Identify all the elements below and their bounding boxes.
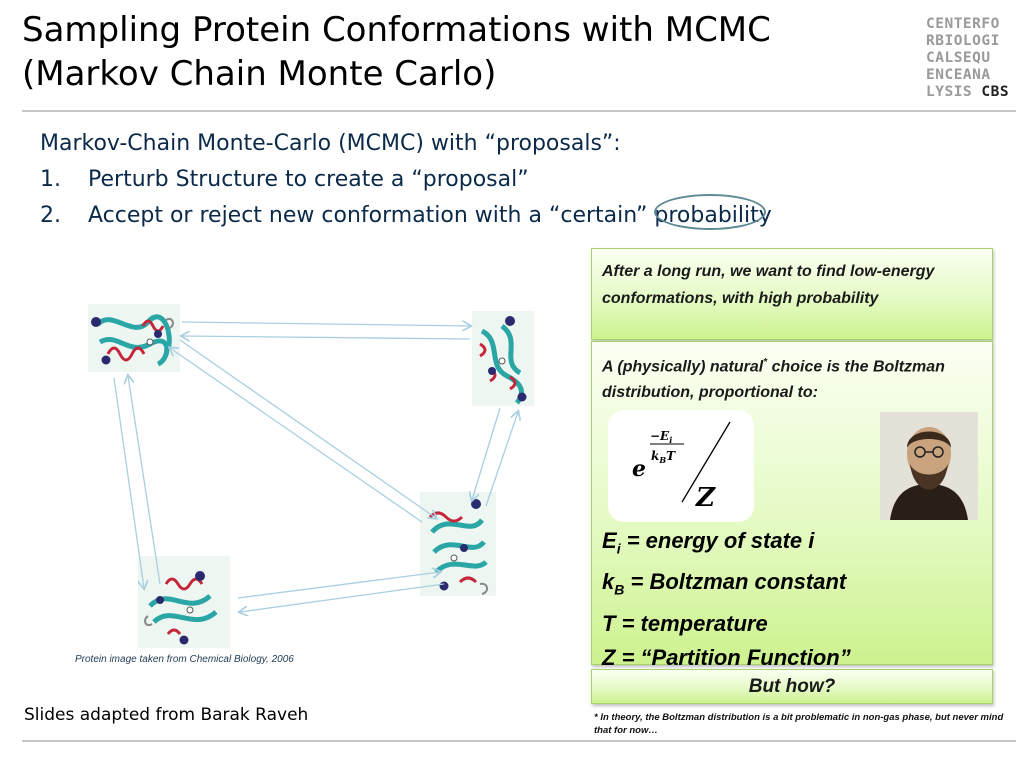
footnote-marker: * <box>763 357 768 368</box>
logo-line: RBIOLOGI <box>926 33 1000 49</box>
intro-item-2: 2. Accept or reject new conformation with… <box>40 198 940 234</box>
title-line-2: (Markov Chain Monte Carlo) <box>22 54 497 94</box>
formula-e: e <box>632 456 646 482</box>
footnote: * In theory, the Boltzman distribution i… <box>594 712 1004 736</box>
var-temperature: T = temperature <box>602 610 768 636</box>
formula-z: Z <box>695 483 716 513</box>
goal-text: After a long run, we want to find low-en… <box>602 263 935 307</box>
var-energy: Ei = energy of state i <box>602 528 815 557</box>
goal-box: After a long run, we want to find low-en… <box>591 248 993 340</box>
protein-conformation-3 <box>420 492 496 596</box>
boltzmann-formula: e −Ei kBT Z <box>608 410 754 522</box>
item-text: Perturb Structure to create a “proposal” <box>88 167 529 192</box>
formula-drawing: e −Ei kBT Z <box>632 421 731 513</box>
portrait-icon <box>880 412 978 520</box>
logo-line-last: LYSIS CBS <box>926 84 1010 100</box>
highlight-circle <box>654 194 766 230</box>
var-boltzmann-constant: kB = Boltzman constant <box>602 569 847 598</box>
footer-divider <box>22 740 1016 742</box>
question-box: But how? <box>591 669 993 704</box>
slide-credit: Slides adapted from Barak Raveh <box>24 705 309 725</box>
item-number: 1. <box>40 167 61 192</box>
intro-item-1: 1. Perturb Structure to create a “proposa… <box>40 162 940 198</box>
logo-line: CENTERFO <box>926 16 1000 32</box>
title-line-1: Sampling Protein Conformations with MCMC <box>22 10 771 50</box>
logo-line: CALSEQU <box>926 50 991 66</box>
title-divider <box>22 110 1016 112</box>
boltzmann-portrait <box>880 412 978 520</box>
boltzmann-box: A (physically) natural* choice is the Bo… <box>591 341 993 670</box>
highlighted-word: “certain” <box>548 203 648 228</box>
protein-ribbon-icon <box>91 314 174 367</box>
protein-conformation-1 <box>88 304 180 372</box>
choice-text: A (physically) natural* choice is the Bo… <box>602 357 945 402</box>
item-number: 2. <box>40 203 61 228</box>
formula-exponent-num: −Ei <box>650 429 672 445</box>
intro-text: Markov-Chain Monte-Carlo (MCMC) with “pr… <box>40 126 940 234</box>
protein-conformation-2 <box>472 311 534 406</box>
protein-ribbon-icon <box>144 571 218 645</box>
variable-definitions: Ei = energy of state i kB = Boltzman con… <box>602 524 982 675</box>
formula-exponent-den: kBT <box>651 449 676 465</box>
image-caption: Protein image taken from Chemical Biolog… <box>75 654 294 665</box>
item-text-before: Accept or reject new conformation with a <box>88 203 549 228</box>
logo-cbs: CBS <box>981 84 1010 100</box>
protein-conformation-4 <box>138 556 230 648</box>
cbs-logo: CENTERFO RBIOLOGI CALSEQU ENCEANA LYSIS … <box>926 16 1016 101</box>
var-partition-function: Z = “Partition Function” <box>602 644 851 670</box>
logo-line: ENCEANA <box>926 67 991 83</box>
protein-ribbon-icon <box>479 316 527 405</box>
question-text: But how? <box>748 676 836 697</box>
protein-ribbon-icon <box>428 499 488 595</box>
slide-title: Sampling Protein Conformations with MCMC… <box>22 8 902 96</box>
intro-heading: Markov-Chain Monte-Carlo (MCMC) with “pr… <box>40 131 621 156</box>
